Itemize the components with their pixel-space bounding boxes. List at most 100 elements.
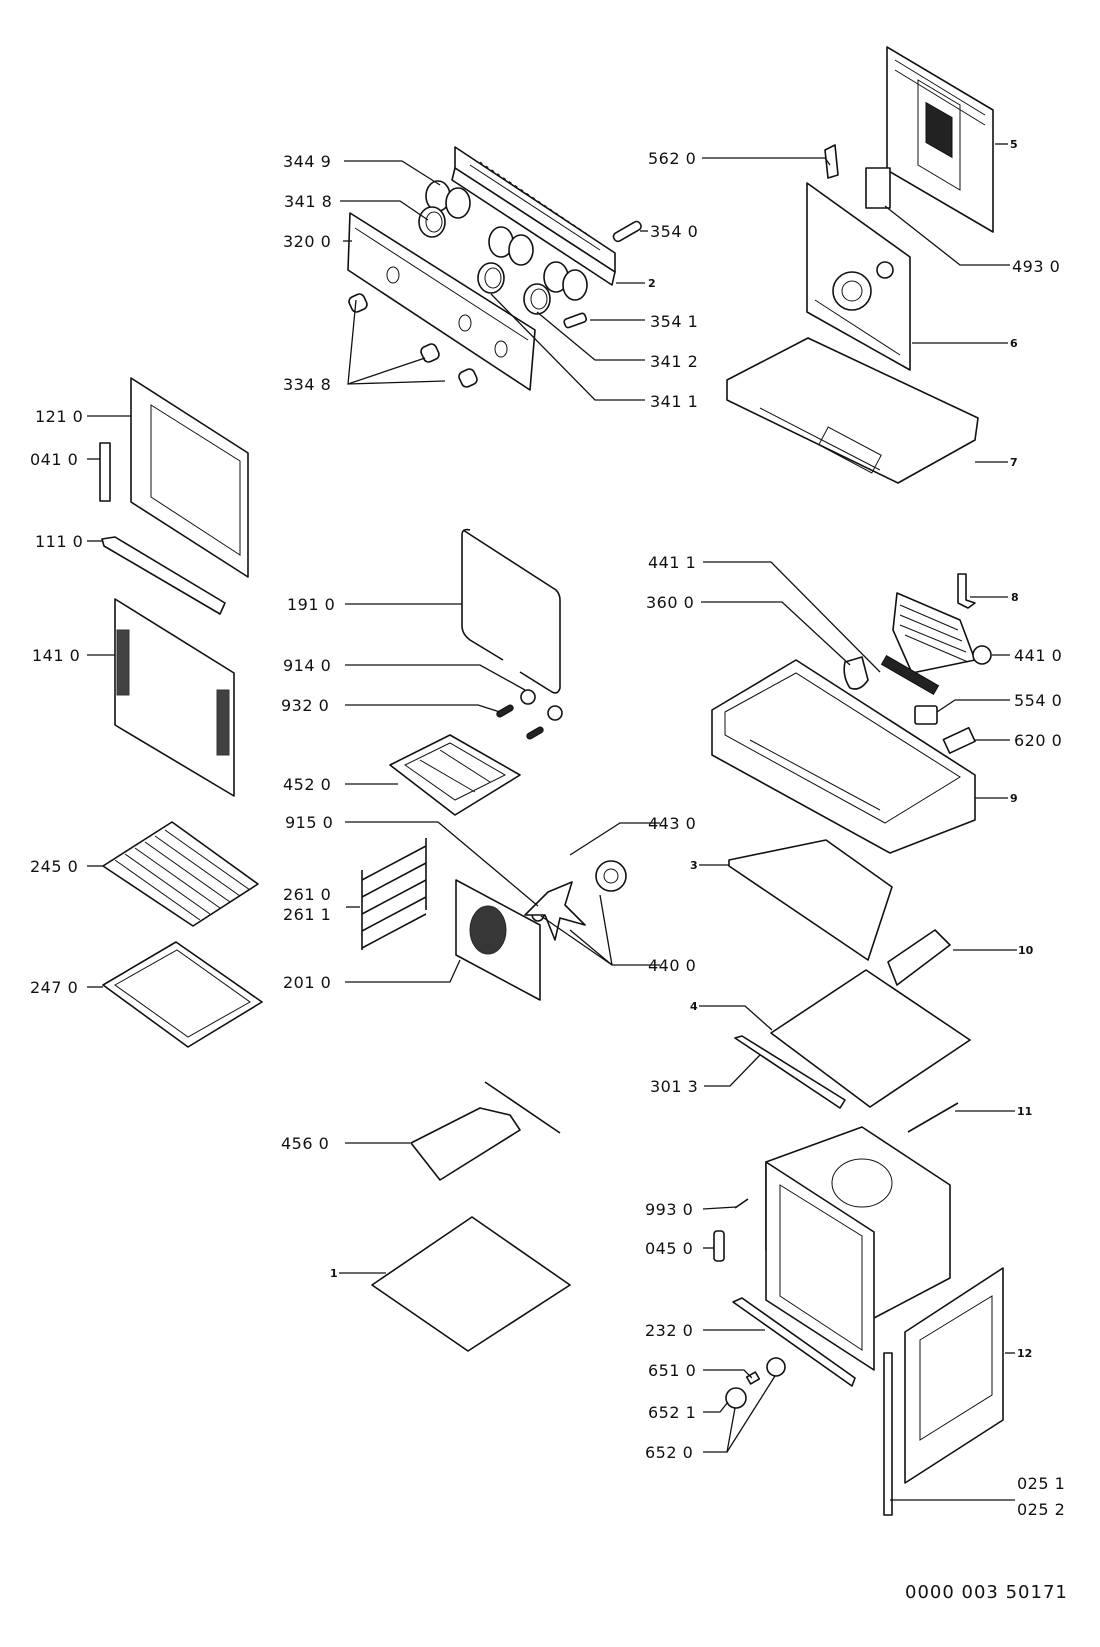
callout-041-0: 041 0: [30, 450, 78, 469]
callout-141-0: 141 0: [32, 646, 80, 665]
part-door-seal: [461, 528, 561, 694]
callout-11: 11: [1017, 1105, 1032, 1118]
leaders-control-panel: [340, 160, 648, 401]
callout-261-0: 261 0: [283, 885, 331, 904]
callout-652-0: 652 0: [645, 1443, 693, 1462]
part-push-buttons: [348, 293, 478, 388]
leaders-right-lower: [699, 864, 1017, 1501]
part-door-bar: [101, 536, 226, 615]
callout-10: 10: [1018, 944, 1034, 957]
callout-932-0: 932 0: [281, 696, 329, 715]
leaders-trays-left: [87, 865, 103, 988]
part-bezel-rings: [418, 206, 551, 315]
part-bottom-rail: [734, 1035, 846, 1109]
callout-354-0: 354 0: [650, 222, 698, 241]
callout-5: 5: [1010, 138, 1018, 151]
callout-025-1: 025 1: [1017, 1474, 1065, 1493]
callout-191-0: 191 0: [287, 595, 335, 614]
part-nut: [520, 689, 536, 705]
leaders-right-fan: [701, 561, 1010, 799]
callout-441-0: 441 0: [1014, 646, 1062, 665]
callout-554-0: 554 0: [1014, 691, 1062, 710]
part-baking-tray: [102, 941, 263, 1048]
part-fan-strip: [880, 654, 940, 696]
callout-301-3: 301 3: [650, 1077, 698, 1096]
callout-493-0: 493 0: [1012, 257, 1060, 276]
part-spring: [526, 726, 544, 740]
part-screw: [734, 1198, 749, 1209]
callout-320-0: 320 0: [283, 232, 331, 251]
part-lower-element: [410, 1107, 521, 1181]
part-lamp-holder: [914, 705, 938, 725]
bottom-center-group: [371, 1081, 571, 1352]
callout-360-0: 360 0: [646, 593, 694, 612]
part-floor-plate: [371, 1216, 571, 1352]
callout-651-0: 651 0: [648, 1361, 696, 1380]
part-pin: [612, 220, 642, 243]
center-group: [361, 528, 627, 1001]
callout-456-0: 456 0: [281, 1134, 329, 1153]
control-panel-group: [347, 146, 642, 391]
part-lamp: [745, 1371, 761, 1385]
part-door-catch: [713, 1230, 725, 1262]
callout-562-0: 562 0: [648, 149, 696, 168]
callout-245-0: 245 0: [30, 857, 78, 876]
drawing-number: 0000 003 50171: [905, 1582, 1068, 1603]
part-front-strip: [732, 1297, 856, 1387]
callout-4: 4: [690, 1000, 698, 1013]
part-switch-block: [865, 167, 891, 209]
leaders-rear-panels: [702, 143, 1010, 463]
callout-440-0: 440 0: [648, 956, 696, 975]
right-lower-group: [713, 839, 1004, 1516]
part-hinge: [99, 442, 111, 502]
callout-7: 7: [1010, 456, 1018, 469]
part-oven-cavity: [765, 1126, 951, 1371]
callout-045-0: 045 0: [645, 1239, 693, 1258]
callout-341-2: 341 2: [650, 352, 698, 371]
part-inner-door: [130, 377, 249, 578]
part-back-cover: [886, 46, 994, 233]
callout-247-0: 247 0: [30, 978, 78, 997]
callout-354-1: 354 1: [650, 312, 698, 331]
part-fan-plate: [806, 182, 911, 371]
part-heat-shield: [728, 839, 893, 961]
callout-652-1: 652 1: [648, 1403, 696, 1422]
part-bracket: [957, 573, 976, 609]
part-clip: [824, 144, 839, 179]
callout-915-0: 915 0: [285, 813, 333, 832]
part-trim-strip: [883, 1352, 893, 1516]
part-lamp-glass: [766, 1357, 786, 1377]
callout-8: 8: [1011, 591, 1019, 604]
part-switch-knobs: [425, 180, 588, 301]
part-spring: [496, 704, 514, 718]
part-lamp-cover: [725, 1387, 747, 1409]
part-top-plate: [726, 337, 979, 484]
part-rod: [907, 1102, 959, 1133]
callout-1: 1: [330, 1267, 338, 1280]
callout-232-0: 232 0: [645, 1321, 693, 1340]
callout-341-1: 341 1: [650, 392, 698, 411]
right-fan-group: [711, 573, 992, 854]
callout-2: 2: [648, 277, 656, 290]
part-shelf-supports: [361, 838, 427, 950]
callout-620-0: 620 0: [1014, 731, 1062, 750]
callout-labels: 344 9 341 8 320 0 334 8 354 0 2 354 1 34…: [30, 138, 1068, 1603]
part-bottom-plate: [770, 969, 971, 1108]
callout-025-2: 025 2: [1017, 1500, 1065, 1519]
part-grill-element: [389, 734, 521, 816]
part-tangential-fan: [892, 592, 992, 674]
part-strip-10: [887, 929, 951, 986]
callout-914-0: 914 0: [283, 656, 331, 675]
callout-993-0: 993 0: [645, 1200, 693, 1219]
door-group: [99, 377, 249, 797]
callout-12: 12: [1017, 1347, 1032, 1360]
callout-441-1: 441 1: [648, 553, 696, 572]
part-base-chassis: [711, 659, 976, 854]
part-outer-glass: [114, 598, 235, 797]
callout-9: 9: [1010, 792, 1018, 805]
part-nut: [547, 705, 563, 721]
callout-111-0: 111 0: [35, 532, 83, 551]
callout-261-1: 261 1: [283, 905, 331, 924]
callout-452-0: 452 0: [283, 775, 331, 794]
